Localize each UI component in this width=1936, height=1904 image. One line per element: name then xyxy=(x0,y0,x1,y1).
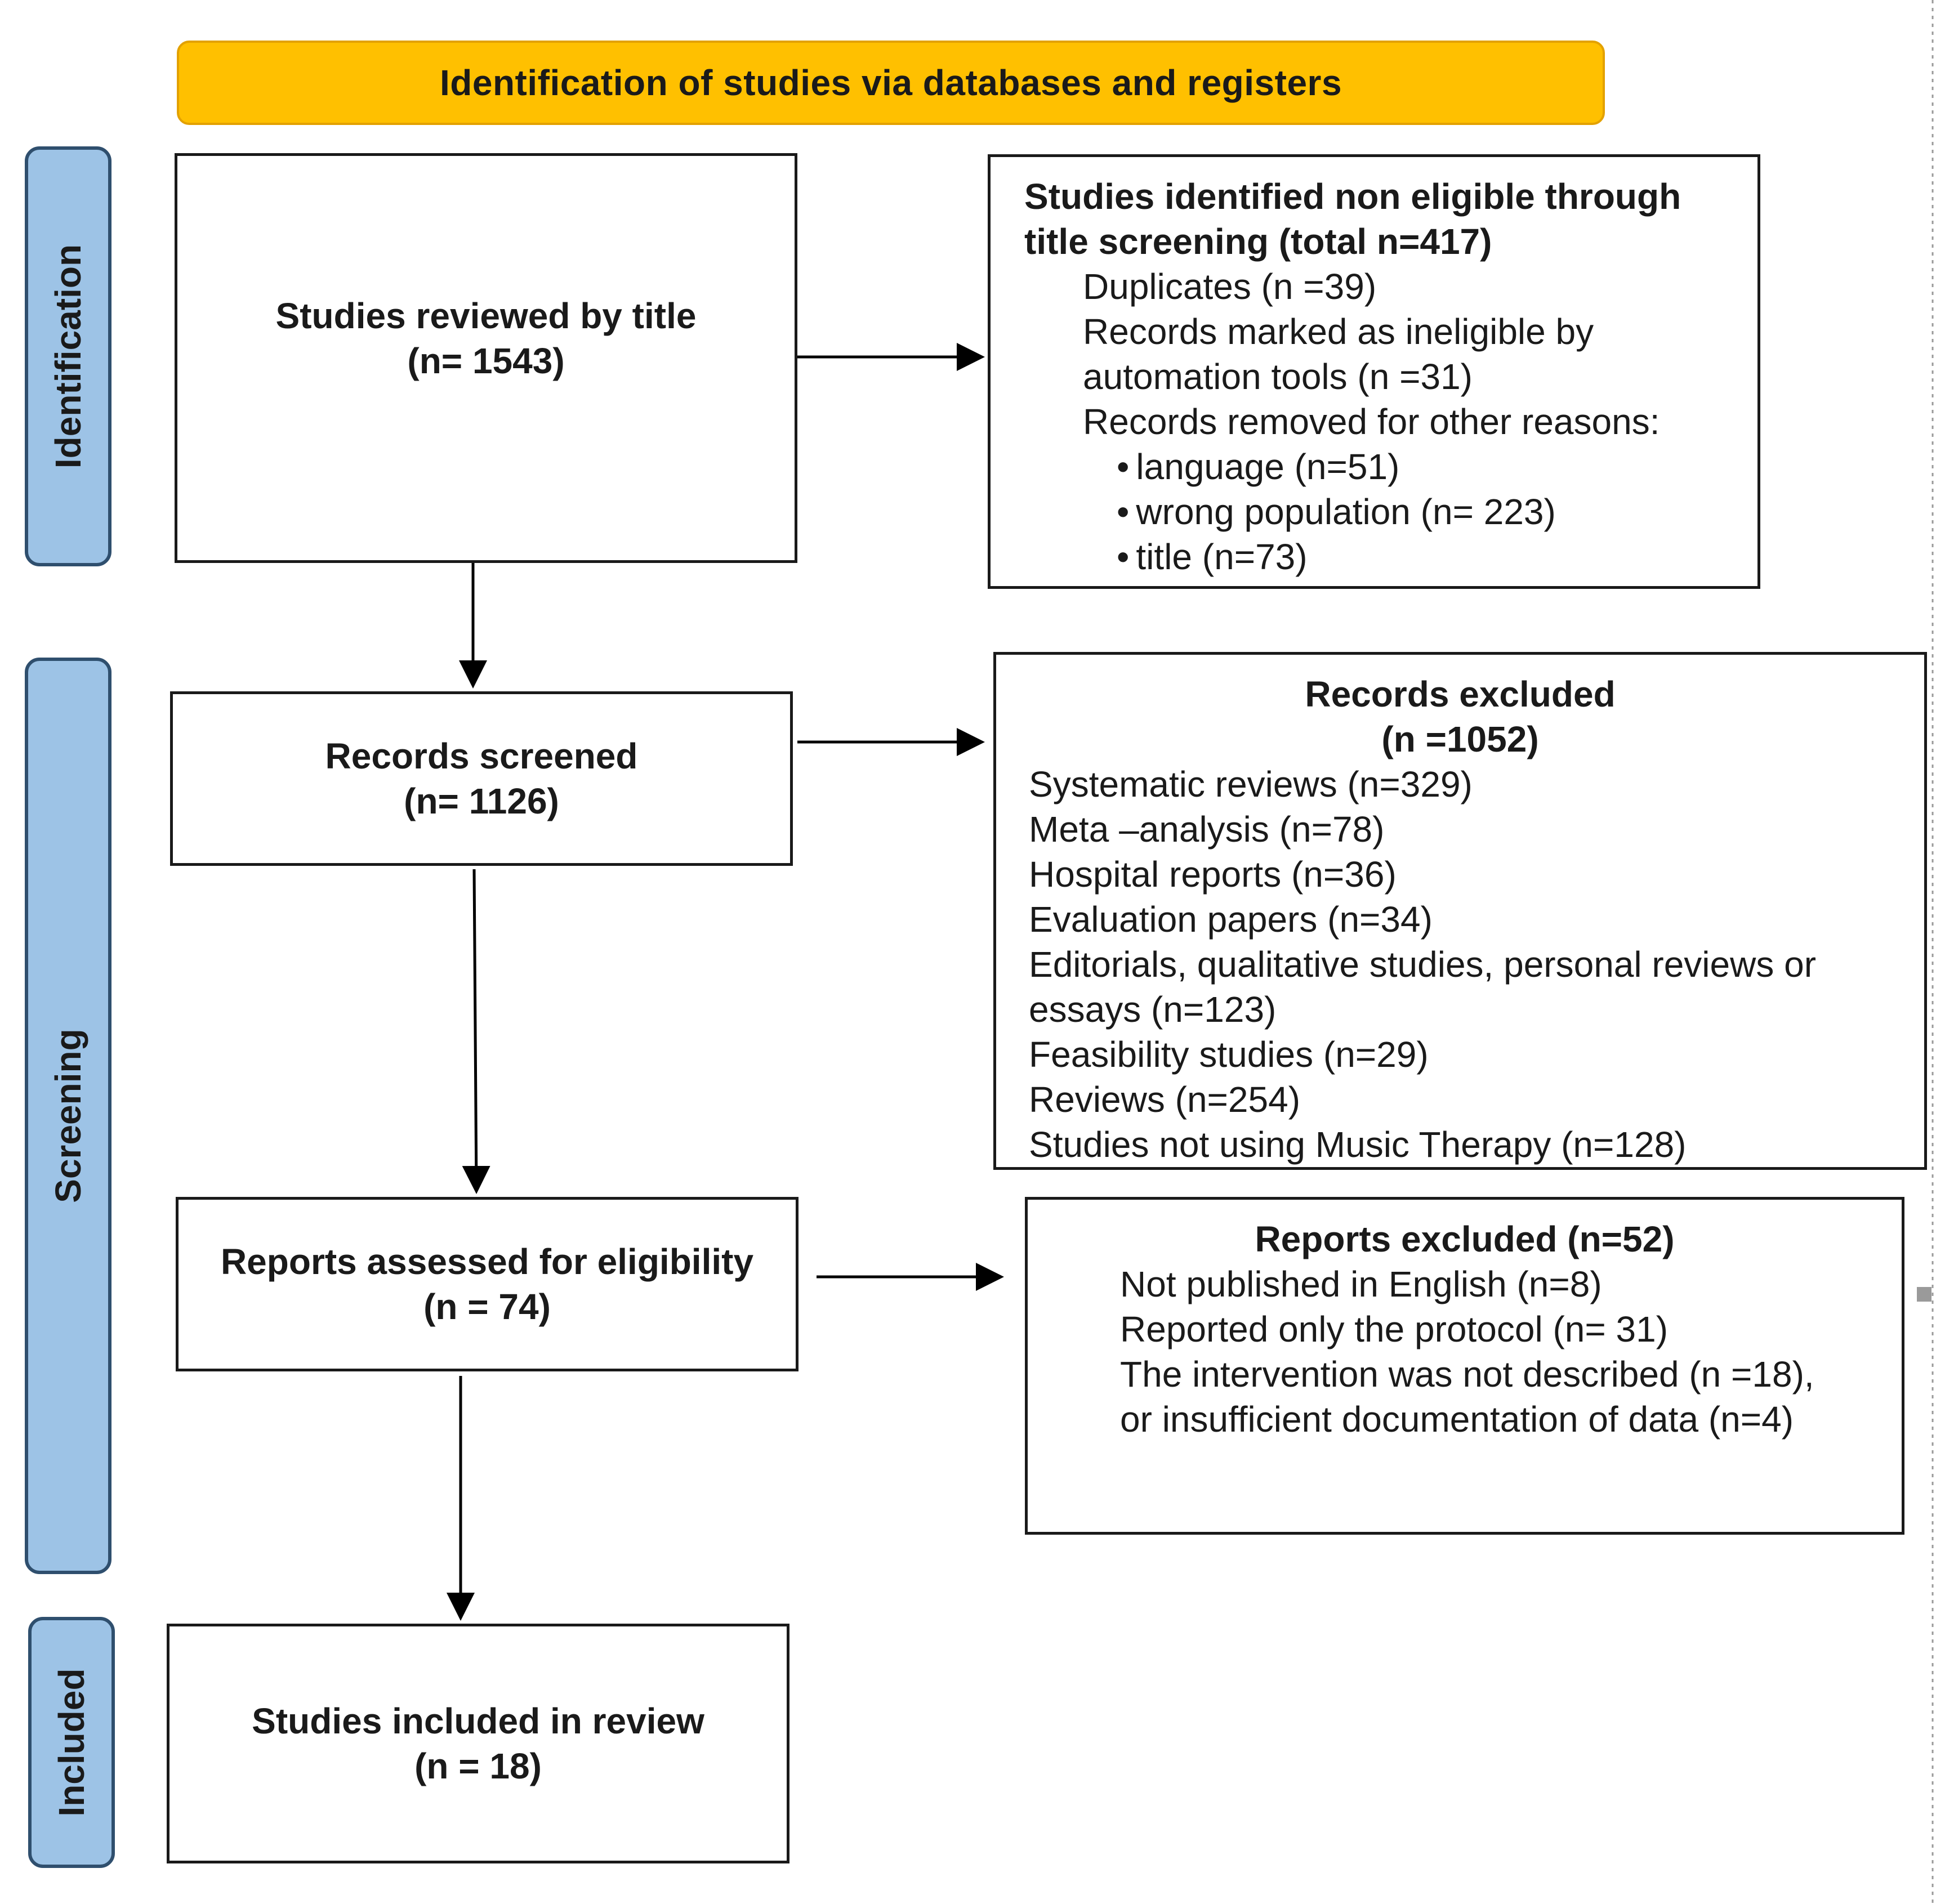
records-excluded-heading: Records excluded xyxy=(1305,674,1616,714)
box-title-screening-exclusions: Studies identified non eligible through … xyxy=(988,154,1760,589)
studies-reviewed-label: Studies reviewed by title xyxy=(275,296,697,336)
records-excluded-item: Reviews (n=254) xyxy=(1029,1079,1300,1120)
records-excluded-item: Evaluation papers (n=34) xyxy=(1029,899,1433,940)
title-exclusions-heading-1: Studies identified non eligible through xyxy=(1024,176,1681,217)
reports-excluded-item: Reported only the protocol (n= 31) xyxy=(1120,1309,1669,1349)
records-excluded-item: essays (n=123) xyxy=(1029,989,1277,1030)
records-excluded-item: Studies not using Music Therapy (n=128) xyxy=(1029,1124,1687,1165)
header-title: Identification of studies via databases … xyxy=(439,62,1342,103)
title-exclusions-bullet: wrong population (n= 223) xyxy=(1117,489,1757,534)
records-excluded-count: (n =1052) xyxy=(1381,719,1539,759)
arrow-screened-to-assessed xyxy=(462,869,490,1194)
title-exclusions-heading-2: title screening (total n=417) xyxy=(1024,221,1492,262)
reports-excluded-heading: Reports excluded (n=52) xyxy=(1255,1219,1675,1259)
studies-included-label: Studies included in review xyxy=(252,1701,704,1741)
box-studies-included: Studies included in review (n = 18) xyxy=(167,1624,789,1863)
reports-assessed-count: (n = 74) xyxy=(423,1286,551,1327)
header-banner: Identification of studies via databases … xyxy=(177,41,1605,125)
records-screened-label: Records screened xyxy=(325,736,638,776)
records-excluded-item: Editorials, qualitative studies, persona… xyxy=(1029,944,1816,985)
records-screened-count: (n= 1126) xyxy=(404,781,559,821)
title-exclusions-bullet: language (n=51) xyxy=(1117,444,1757,489)
title-exclusions-item: Records marked as ineligible by xyxy=(1083,311,1594,352)
title-exclusions-item: Records removed for other reasons: xyxy=(1083,401,1660,442)
title-exclusions-item: automation tools (n =31) xyxy=(1083,356,1473,397)
reports-excluded-item: The intervention was not described (n =1… xyxy=(1120,1354,1814,1395)
reports-assessed-label: Reports assessed for eligibility xyxy=(220,1241,754,1282)
phase-identification: Identification xyxy=(25,146,111,566)
records-excluded-item: Meta –analysis (n=78) xyxy=(1029,809,1385,850)
records-excluded-item: Systematic reviews (n=329) xyxy=(1029,764,1473,804)
reports-excluded-item: or insufficient documentation of data (n… xyxy=(1120,1399,1794,1440)
records-excluded-item: Hospital reports (n=36) xyxy=(1029,854,1397,895)
box-studies-reviewed: Studies reviewed by title (n= 1543) xyxy=(175,153,797,563)
title-exclusions-bullet: title (n=73) xyxy=(1117,534,1757,579)
box-records-screened: Records screened (n= 1126) xyxy=(170,691,793,866)
box-records-excluded: Records excluded (n =1052) Systematic re… xyxy=(993,652,1927,1170)
phase-screening: Screening xyxy=(25,658,111,1574)
records-excluded-item: Feasibility studies (n=29) xyxy=(1029,1034,1429,1075)
phase-included: Included xyxy=(28,1617,115,1868)
studies-reviewed-count: (n= 1543) xyxy=(407,341,565,381)
title-exclusions-item: Duplicates (n =39) xyxy=(1083,266,1377,307)
studies-included-count: (n = 18) xyxy=(414,1746,542,1786)
box-reports-excluded: Reports excluded (n=52) Not published in… xyxy=(1025,1197,1904,1535)
resize-handle xyxy=(1917,1287,1931,1302)
box-reports-assessed: Reports assessed for eligibility (n = 74… xyxy=(176,1197,799,1371)
reports-excluded-item: Not published in English (n=8) xyxy=(1120,1264,1602,1304)
